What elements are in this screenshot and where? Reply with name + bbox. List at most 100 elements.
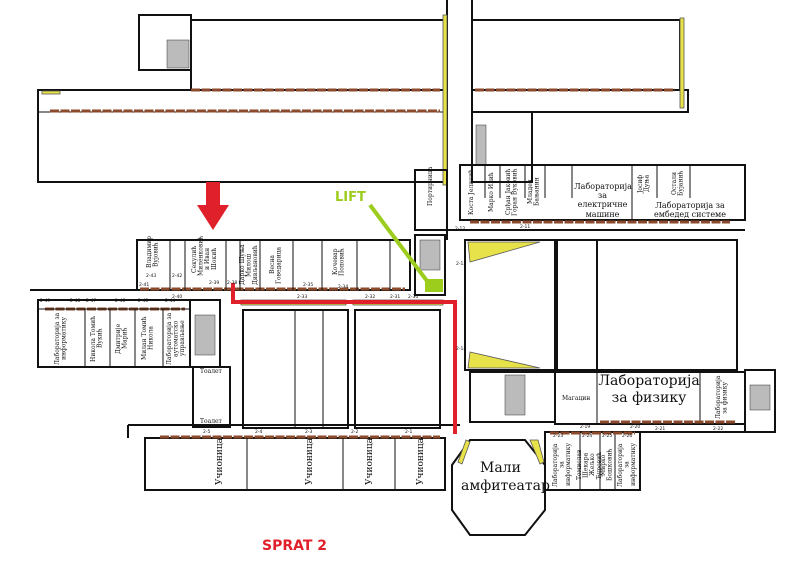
room-label-box: Портирница <box>417 166 445 206</box>
room-labels-static: Тоалет Тоалет Магацин Учионица Учионица … <box>200 368 590 494</box>
large-lab-hall <box>596 239 738 371</box>
room-number: 2-3 <box>305 429 312 435</box>
room-number: 2-49 <box>40 298 50 304</box>
room-number: 2-4 <box>255 429 262 435</box>
room-label: Лабораторија за ембедед системе <box>653 201 727 219</box>
courtyard <box>240 299 444 429</box>
auditorium-label: Мали <box>480 460 521 476</box>
room-label-box: Лабораторија за аутоматско управљање <box>164 312 189 365</box>
lift-label: LIFT <box>335 190 366 205</box>
room-number: 2-31 <box>390 294 400 300</box>
room-label: Тоалет <box>200 418 223 425</box>
east-building <box>414 164 776 536</box>
room-label: Секулић Миленковић и Иван Шокић <box>191 235 219 276</box>
room-label: Срђан Јаковић Горан Вуковић <box>504 168 519 216</box>
room-label-box: Јосиф Дуња <box>634 167 656 200</box>
room-number: 2-21 <box>655 426 665 432</box>
lift-marker <box>425 279 443 292</box>
room-number: 2-1 <box>405 429 412 435</box>
room-label-box: Кочевар Поповић <box>323 242 356 282</box>
room-number: 2-41 <box>139 282 149 288</box>
room-label: Владимир Вујовић <box>146 236 160 268</box>
room-number: 2-22 <box>713 426 723 432</box>
room-label: Милан Томић Никола <box>141 316 155 361</box>
room-number: 2-25 <box>602 433 612 439</box>
room-label: Остали Бујанић <box>670 170 685 197</box>
room-label: Марко Илић <box>488 172 496 212</box>
room-number: 2-33 <box>297 294 307 300</box>
room-label: Мирко Бошковић <box>599 448 614 482</box>
room-label-box: Лабораторија за физику <box>702 375 743 420</box>
room-label-box: Марко Илић <box>486 167 499 217</box>
room-label-box: Коста Јеличић <box>461 167 484 217</box>
room-label: Учионица <box>416 437 426 485</box>
classrooms-block <box>127 424 460 491</box>
room-label: Весна Говедарица <box>268 246 283 284</box>
room-label: Лабораторија за електричне машине <box>574 182 632 219</box>
room-number: 2-45 <box>138 298 148 304</box>
room-label: Лабораторија за информатику <box>551 443 572 487</box>
central-hall <box>464 239 556 371</box>
room-number: 2-39 <box>209 280 219 286</box>
room-label: Дмитрије Марић <box>114 323 129 354</box>
room-label-box: Никола Томић Вукић <box>86 312 109 365</box>
room-numbers: 2-43 2-42 2-41 2-40 2-39 2-38 2-35 2-34 … <box>40 224 723 439</box>
room-number: 2-42 <box>172 273 182 279</box>
stairs-icon <box>504 374 526 416</box>
room-label: Младен Бањанин <box>527 177 541 207</box>
room-number: 2-38 <box>227 280 237 286</box>
room-label-box: Лабораторија за информатику <box>40 312 84 365</box>
room-label-box: Лабораторија за информатику <box>546 441 579 489</box>
room-number: 2-19 <box>580 424 590 430</box>
room-number: 2-23 <box>553 433 563 439</box>
room-number: 2-14 <box>456 346 466 352</box>
room-label: Магацин <box>562 395 590 402</box>
room-label-box: Остали Бујанић <box>668 167 689 200</box>
room-label-box: Дарко Шуња Милош Дивљановић <box>239 242 260 288</box>
stairs-icon <box>194 314 216 356</box>
room-number: 2-24 <box>582 433 592 439</box>
room-label-box: Секулић Миленковић и Иван Шокић <box>186 235 225 276</box>
north-east-wing <box>471 19 681 91</box>
room-label-box: Томислав Шекара Жељко Ђуровић <box>576 441 603 489</box>
room-number: 2-2 <box>351 429 358 435</box>
room-label: Кочевар Поповић <box>331 248 346 276</box>
room-label: Тоалет <box>200 368 223 375</box>
room-number: 2-11 <box>520 224 530 230</box>
auditorium-label: амфитеатар <box>461 478 550 494</box>
room-label: Портирница <box>426 166 434 206</box>
lift-pointer-line <box>368 203 432 287</box>
room-label: Учионица <box>365 437 375 485</box>
arrow-down-icon <box>197 182 229 230</box>
room-label-box: Мирко Бошковић <box>599 441 614 489</box>
room-number: 2-35 <box>303 282 313 288</box>
stairs-icon <box>749 384 771 411</box>
room-number: 2-46 <box>115 298 125 304</box>
room-label-box: Срђан Јаковић Горан Вуковић <box>501 167 524 217</box>
room-number: 2-40 <box>172 294 182 300</box>
north-upper-wing <box>190 19 448 91</box>
room-number: 2-44 <box>165 298 175 304</box>
room-label: Дарко Шуња Милош Дивљановић <box>239 244 260 286</box>
room-label: Лабораторија за физику <box>714 375 729 420</box>
room-label: Никола Томић Вукић <box>89 315 104 362</box>
stairs-icon <box>419 239 441 271</box>
room-number: 2-43 <box>146 273 156 279</box>
room-label-box: Владимир Вујовић <box>139 236 169 268</box>
room-number: 2-20 <box>630 424 640 430</box>
room-label-box: Дмитрије Марић <box>111 312 134 365</box>
room-label: Коста Јеличић <box>468 168 476 216</box>
room-number: 2-48 <box>70 298 80 304</box>
auditorium <box>451 439 546 536</box>
room-number: 2-32 <box>365 294 375 300</box>
room-label: Лабораторија за физику <box>598 373 700 406</box>
room-number: 2-12 <box>455 226 465 232</box>
stairs-icon <box>475 124 487 166</box>
room-label: Лабораторија за аутоматско управљање <box>165 312 186 365</box>
room-label-box: Милан Томић Никола <box>136 312 162 365</box>
room-number: 2-13 <box>456 261 466 267</box>
room-label-box: Младен Бањанин <box>526 167 544 217</box>
north-lower-wing <box>37 89 448 183</box>
